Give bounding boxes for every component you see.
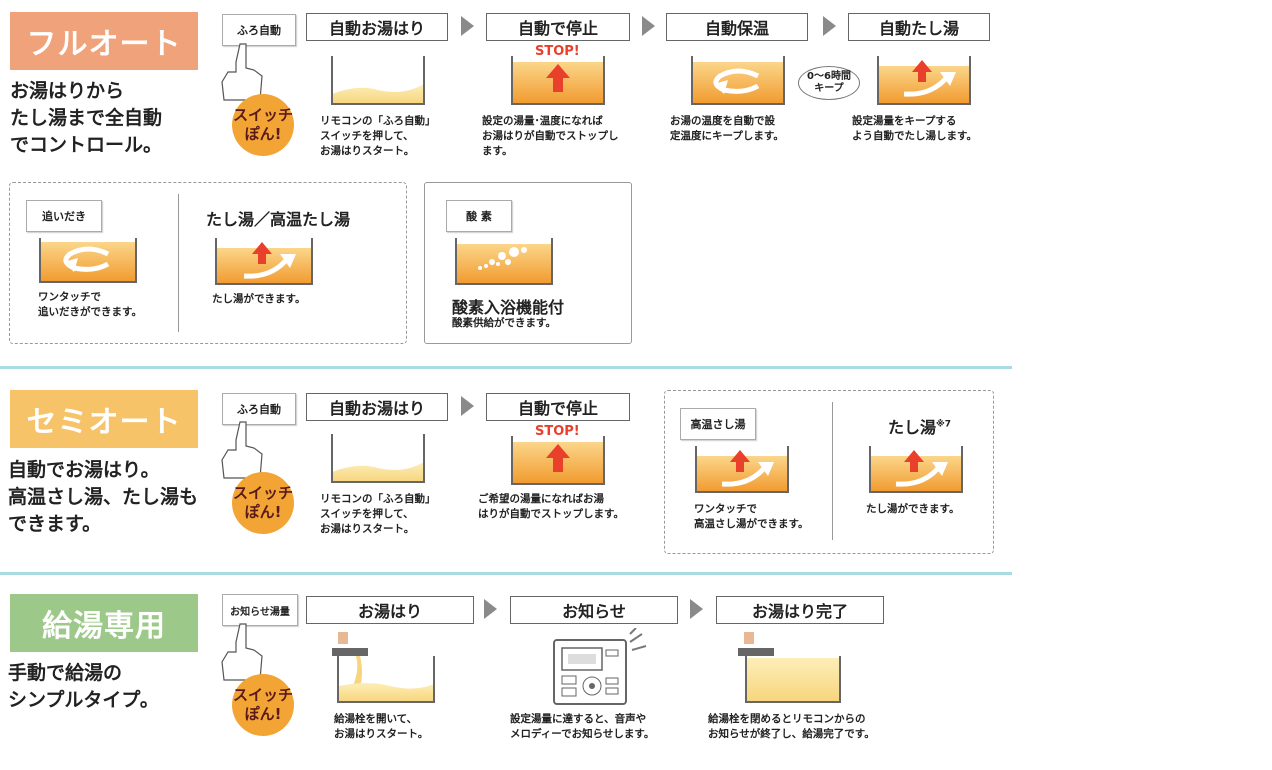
oxygen-title: 酸素入浴機能付 [452, 298, 565, 317]
switch-on-badge: スイッチぽん! [232, 472, 294, 534]
faucet-closed-icon [738, 632, 841, 703]
remote-controller-icon [553, 628, 647, 705]
reheat-addwater-panel [9, 182, 407, 344]
step-auto-add-water: 自動たし湯 [848, 13, 990, 41]
hot-water-only-description: 手動で給湯の シンプルタイプ。 [8, 662, 159, 711]
step-notify: お知らせ [510, 596, 678, 624]
hand-pointer-icon [221, 421, 263, 479]
hot-water-only-title: 給湯専用 [10, 594, 198, 652]
add-water-title: たし湯／高温たし湯 [206, 210, 351, 229]
arrow-right-icon [823, 16, 836, 36]
keep-duration-bubble: 0〜6時間キープ [798, 66, 860, 100]
bathtub-oxygen-icon [455, 238, 553, 285]
oxygen-panel [424, 182, 632, 344]
full-auto-description: お湯はりから たし湯まで全自動 でコントロール。 [10, 80, 163, 156]
bathtub-reheat-icon [39, 238, 137, 283]
oxygen-button-label: 酸 素 [446, 200, 512, 232]
bathtub-add-water-icon [215, 238, 313, 285]
bathtub-add-water-icon [869, 446, 963, 493]
switch-on-badge: スイッチぽん! [232, 94, 294, 156]
caption-add-water: 設定湯量をキープする よう自動でたし湯します。 [852, 115, 977, 142]
hot-water-button-label: 高温さし湯 [680, 408, 756, 440]
bathtub-filling-icon [331, 434, 425, 483]
step-auto-fill: 自動お湯はり [306, 393, 448, 421]
caption-add-water-extra: たし湯ができます。 [212, 293, 306, 305]
stop-label: STOP! [535, 424, 580, 439]
caption-auto-stop: ご希望の湯量になればお湯 はりが自動でストップします。 [478, 493, 624, 520]
bathtub-hot-water-icon [695, 446, 789, 493]
full-auto-title: フルオート [10, 12, 198, 70]
switch-on-badge: スイッチぽん! [232, 674, 294, 736]
arrow-right-icon [461, 396, 474, 416]
caption-fill: 給湯栓を開いて、 お湯はりスタート。 [334, 713, 429, 740]
panel-divider [832, 402, 833, 540]
bathtub-keep-warm-icon [691, 56, 785, 105]
bathtub-filling-icon [331, 56, 425, 105]
caption-keep-warm: お湯の温度を自動で設 定温度にキープします。 [670, 115, 784, 142]
caption-fill-complete: 給湯栓を閉めるとリモコンからの お知らせが終了し、給湯完了です。 [708, 713, 875, 740]
semi-auto-title: セミオート [10, 390, 198, 448]
hot-addwater-panel [664, 390, 994, 554]
caption-hot-water: ワンタッチで 高温さし湯ができます。 [694, 503, 809, 530]
section-divider [0, 366, 1012, 369]
arrow-right-icon [642, 16, 655, 36]
bathtub-full-stop-icon [511, 436, 605, 485]
arrow-right-icon [461, 16, 474, 36]
section-divider [0, 572, 1012, 575]
reheat-button-label: 追いだき [26, 200, 102, 232]
caption-oxygen: 酸素供給ができます。 [452, 317, 556, 329]
caption-reheat: ワンタッチで 追いだきができます。 [38, 291, 142, 318]
step-auto-fill: 自動お湯はり [306, 13, 448, 41]
furo-auto-button-label: ふろ自動 [222, 393, 296, 425]
arrow-right-icon [484, 599, 497, 619]
footnote-mark: ※7 [936, 419, 952, 430]
panel-divider [178, 194, 179, 332]
caption-auto-stop: 設定の湯量･温度になれば お湯はりが自動でストップし ます。 [482, 115, 619, 157]
step-fill-complete: お湯はり完了 [716, 596, 884, 624]
hand-pointer-icon [221, 43, 263, 101]
step-auto-keep-warm: 自動保温 [666, 13, 808, 41]
bathtub-full-stop-icon [511, 56, 605, 105]
bathtub-add-water-icon [877, 56, 971, 105]
faucet-filling-icon [332, 632, 435, 703]
caption-auto-fill: リモコンの「ふろ自動」 スイッチを押して、 お湯はりスタート。 [320, 115, 436, 157]
semi-auto-description: 自動でお湯はり。 高温さし湯、たし湯も できます。 [8, 459, 199, 535]
step-auto-stop: 自動で停止 [486, 13, 630, 41]
caption-add-water-semi: たし湯ができます。 [866, 503, 960, 515]
notify-volume-button-label: お知らせ湯量 [222, 594, 298, 626]
arrow-right-icon [690, 599, 703, 619]
hand-pointer-icon [221, 623, 263, 681]
add-water-title: たし湯※7 [888, 418, 952, 437]
furo-auto-button-label: ふろ自動 [222, 14, 296, 46]
stop-label: STOP! [535, 44, 580, 59]
caption-auto-fill: リモコンの「ふろ自動」 スイッチを押して、 お湯はりスタート。 [320, 493, 436, 535]
step-auto-stop: 自動で停止 [486, 393, 630, 421]
step-fill: お湯はり [306, 596, 474, 624]
caption-notify: 設定湯量に達すると、音声や メロディーでお知らせします。 [510, 713, 655, 740]
